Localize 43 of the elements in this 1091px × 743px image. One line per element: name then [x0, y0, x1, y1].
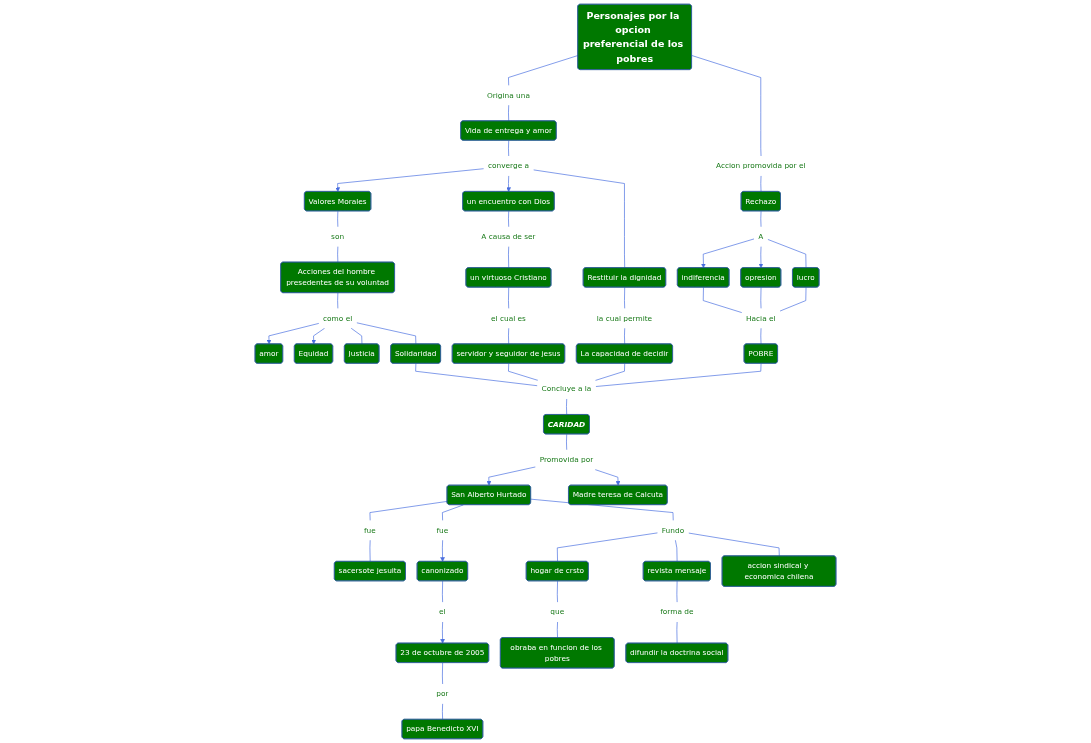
connector	[356, 322, 417, 345]
connector	[369, 539, 371, 562]
connector	[508, 327, 510, 345]
connector	[595, 363, 762, 387]
connector	[624, 287, 626, 310]
connector	[442, 703, 443, 720]
connector	[760, 327, 762, 345]
connector	[760, 210, 762, 228]
connector	[675, 539, 678, 562]
connector	[442, 580, 443, 603]
connector	[760, 287, 762, 310]
connector	[566, 398, 568, 416]
connector	[415, 363, 538, 387]
connector	[676, 580, 678, 603]
concept-box: Personajes por la opcion preferencial de los pobres	[577, 3, 692, 70]
connector	[508, 140, 510, 157]
connector	[508, 363, 539, 381]
connector	[337, 210, 339, 228]
connector	[337, 246, 339, 263]
connector	[442, 504, 464, 522]
connector	[779, 287, 807, 312]
connector	[508, 246, 510, 269]
connector	[556, 621, 558, 639]
connector	[508, 210, 510, 228]
connector	[508, 104, 510, 122]
connector	[337, 292, 339, 310]
connector	[566, 433, 568, 451]
connector	[556, 532, 659, 562]
connector	[624, 327, 626, 345]
connector	[533, 169, 626, 269]
connector	[702, 287, 743, 313]
connector	[508, 55, 579, 87]
connector	[688, 532, 780, 557]
connector	[556, 580, 558, 603]
connector	[760, 175, 762, 193]
connector	[369, 501, 448, 522]
connector	[350, 327, 363, 345]
connector	[595, 363, 626, 381]
connector	[767, 239, 807, 269]
connector	[676, 621, 678, 644]
connector	[508, 287, 510, 310]
connector	[442, 662, 443, 685]
connector	[691, 55, 762, 157]
